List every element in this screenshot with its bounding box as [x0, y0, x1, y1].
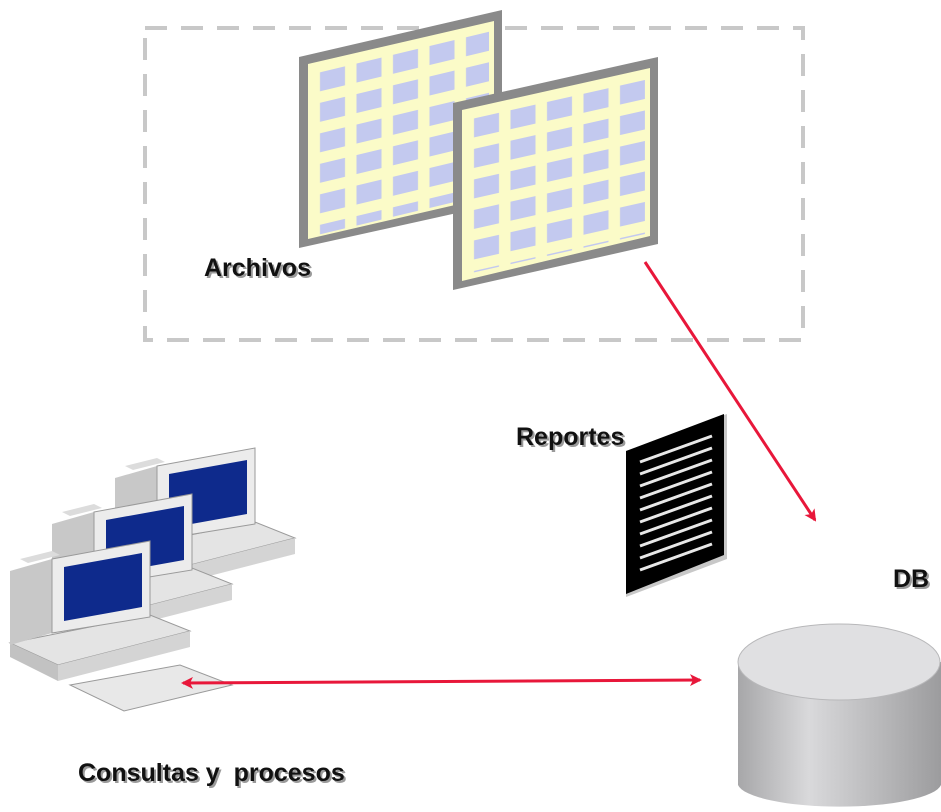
database-cylinder-icon [737, 623, 941, 807]
db-label: DB [893, 565, 930, 593]
archivos-label: Archivos [204, 254, 311, 282]
reportes-label: Reportes [516, 423, 625, 451]
spreadsheet-icon [299, 10, 502, 248]
spreadsheet-icon [453, 57, 658, 290]
report-document-icon [626, 414, 727, 597]
arrow-archivos-to-db [643, 261, 817, 522]
arrow-consultas-db [181, 674, 702, 689]
consultas-label: Consultas y procesos [78, 759, 345, 787]
